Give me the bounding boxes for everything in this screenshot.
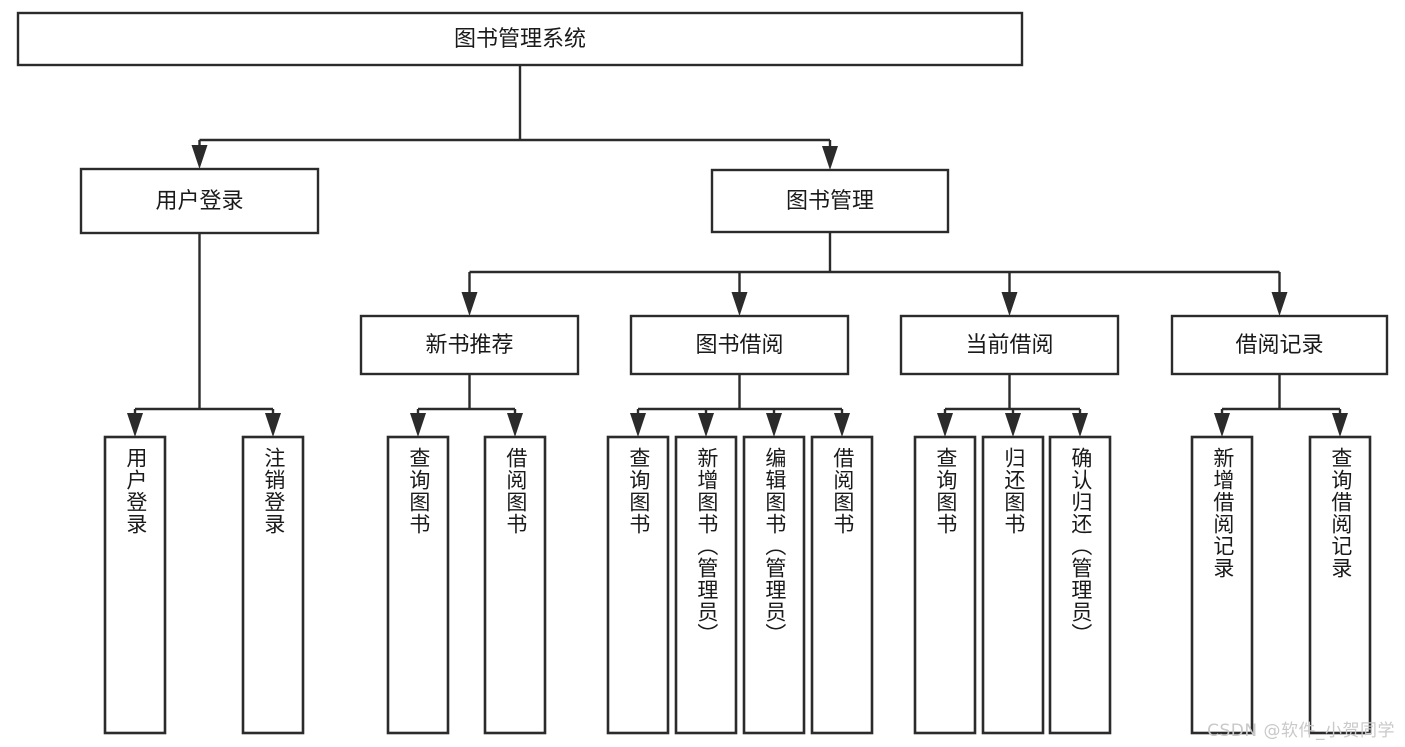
leaf-box-7[interactable] <box>810 435 874 735</box>
node-box-level2-0[interactable] <box>79 167 320 235</box>
arrow-head-leaf-6 <box>766 413 782 437</box>
leaf-box-5[interactable] <box>674 435 738 735</box>
node-label-root: 图书管理系统 <box>454 27 586 52</box>
arrow-head-leaf-10 <box>1072 413 1088 437</box>
node-label-level3-3: 借阅记录 <box>1235 333 1323 358</box>
node-label-level2-0: 用户登录 <box>155 189 243 214</box>
node-box-level3-2[interactable] <box>899 314 1120 376</box>
leaf-box-4[interactable] <box>606 435 670 735</box>
arrow-head-leaf-8 <box>937 413 953 437</box>
leaf-box-12[interactable] <box>1308 435 1372 735</box>
arrow-head-level3-3 <box>1271 292 1288 316</box>
node-box-level3-3[interactable] <box>1170 314 1389 376</box>
boxes-layer <box>16 11 1389 735</box>
leaf-box-9[interactable] <box>981 435 1045 735</box>
leaf-box-3[interactable] <box>483 435 547 735</box>
arrow-head-leaf-4 <box>630 413 646 437</box>
arrow-head-leaf-2 <box>410 413 426 437</box>
arrow-head-level2-1 <box>822 146 838 170</box>
node-label-level3-2: 当前借阅 <box>965 333 1053 358</box>
leaf-box-8[interactable] <box>913 435 977 735</box>
arrow-head-level3-2 <box>1001 292 1018 316</box>
arrow-head-leaf-5 <box>698 413 714 437</box>
leaf-box-2[interactable] <box>386 435 450 735</box>
arrow-head-level2-0 <box>191 145 208 169</box>
leaf-box-10[interactable] <box>1048 435 1112 735</box>
arrow-head-leaf-12 <box>1332 413 1348 437</box>
node-label-level2-1: 图书管理 <box>786 189 874 214</box>
node-box-level2-1[interactable] <box>710 168 950 234</box>
node-label-level3-0: 新书推荐 <box>425 333 513 358</box>
leaf-box-1[interactable] <box>241 435 305 735</box>
arrow-head-leaf-9 <box>1005 413 1021 437</box>
node-label-level3-1: 图书借阅 <box>695 333 783 358</box>
arrow-head-leaf-3 <box>507 413 523 437</box>
node-box-level3-1[interactable] <box>629 314 850 376</box>
arrow-head-level3-1 <box>731 292 748 316</box>
node-box-root[interactable] <box>16 11 1024 67</box>
arrow-head-leaf-7 <box>834 413 850 437</box>
leaf-box-11[interactable] <box>1190 435 1254 735</box>
node-box-level3-0[interactable] <box>359 314 580 376</box>
leaf-box-0[interactable] <box>103 435 167 735</box>
leaf-box-6[interactable] <box>742 435 806 735</box>
watermark-text: CSDN @软件_小贺同学 <box>1207 721 1395 741</box>
arrow-head-level3-0 <box>461 292 478 316</box>
arrow-head-leaf-1 <box>265 413 281 437</box>
arrow-head-leaf-11 <box>1214 413 1230 437</box>
connectors-layer <box>127 65 1348 437</box>
arrow-head-leaf-0 <box>127 413 143 437</box>
